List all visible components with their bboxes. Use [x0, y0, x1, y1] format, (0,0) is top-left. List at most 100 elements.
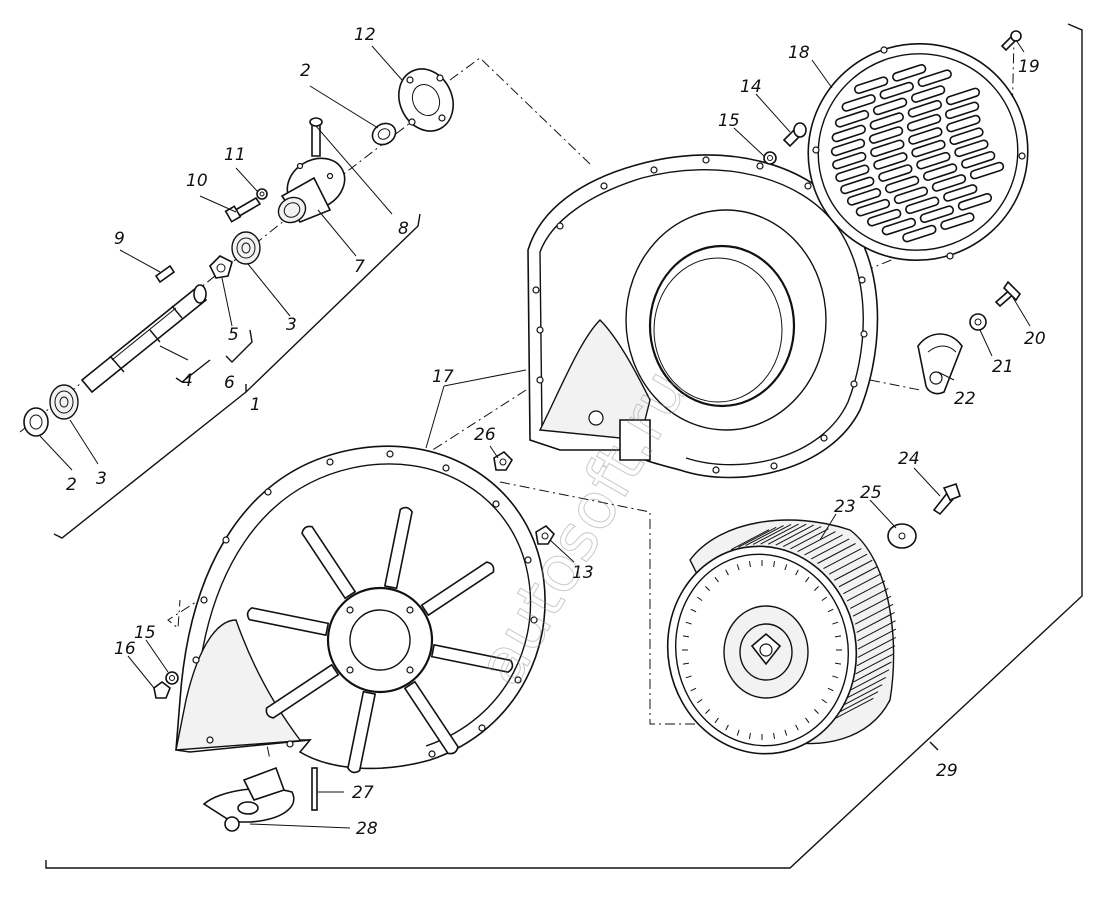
grille-slot: [870, 139, 905, 158]
pin-part-27: [311, 767, 318, 811]
callout-14: 14: [740, 77, 762, 97]
nut-part-16: [153, 681, 171, 699]
callout-20: 20: [1024, 329, 1046, 349]
protective-grille-part-18: [807, 42, 1029, 262]
impeller-rim-tick: [696, 596, 703, 602]
grille-slot: [946, 114, 981, 133]
impeller-blade: [730, 529, 770, 551]
flange-part-12: [398, 68, 454, 132]
damper-flap-part-28: [202, 766, 295, 832]
impeller-blade: [854, 603, 894, 625]
grille-slot: [878, 164, 913, 182]
cover-rib: [430, 643, 514, 673]
impeller-rim-tick: [690, 608, 697, 613]
washer-part-21: [969, 313, 987, 331]
impeller-blade: [737, 526, 777, 548]
grille-slot: [879, 81, 914, 100]
lockwasher-part-5: [209, 255, 233, 279]
impeller-blade: [846, 580, 886, 602]
shaft-part-4: [80, 284, 208, 394]
cover-rib: [347, 690, 377, 774]
grille-slot: [961, 150, 996, 169]
impeller-rim-tick: [714, 717, 719, 724]
washer-part-15-upper: [763, 151, 777, 165]
washer-part-11: [256, 188, 268, 200]
cover-bolt-holes: [192, 450, 538, 758]
impeller-rim-tick: [748, 732, 751, 739]
impeller-blade: [828, 553, 868, 575]
impeller-blade: [857, 636, 896, 658]
callout-12: 12: [354, 25, 376, 45]
impeller-blade: [852, 595, 892, 617]
impeller-blade: [838, 566, 878, 588]
impeller-blade: [745, 525, 784, 546]
callout-19: 19: [1018, 57, 1040, 77]
impeller-blade: [853, 661, 892, 683]
impeller-blade: [850, 587, 889, 609]
bracket-group-4: [175, 359, 211, 383]
callout-3-lower: 3: [96, 469, 107, 489]
impeller-rim-tick: [736, 564, 740, 571]
callout-13: 13: [572, 563, 594, 583]
grille-slot: [893, 186, 929, 205]
cover-ribs: [246, 506, 514, 774]
key-part-9: [154, 264, 176, 284]
callout-25: 25: [860, 483, 882, 503]
impeller-blade: [843, 573, 882, 595]
callout-27: 27: [352, 783, 374, 803]
nut-part-13: [535, 524, 556, 545]
callout-8: 8: [398, 219, 409, 239]
impeller-rim-tick: [835, 635, 842, 638]
impeller-blade: [760, 523, 799, 545]
grille-slot: [908, 127, 943, 145]
impeller-rim-tick: [705, 709, 711, 714]
grille-slot: [907, 99, 943, 118]
grille-slot: [902, 224, 937, 243]
callout-16: 16: [114, 639, 136, 659]
bracket-group-29: [45, 23, 1083, 869]
grille-slot: [830, 138, 866, 157]
bracket-group-1: [53, 213, 421, 539]
grille-slot: [905, 196, 940, 215]
grille-slot: [969, 161, 1005, 180]
screw-on-housing: [309, 117, 323, 157]
callout-9: 9: [114, 229, 125, 249]
grille-slot: [906, 113, 942, 132]
impeller-blade: [767, 523, 807, 545]
impeller-rim-tick: [813, 586, 819, 591]
callout-24: 24: [898, 449, 920, 469]
washer-part-2-lower: [23, 407, 49, 437]
impeller-rim-tick: [832, 621, 839, 625]
callout-6: 6: [224, 373, 235, 393]
impeller-rim-tick: [813, 709, 819, 714]
grille-slot: [868, 126, 904, 144]
impeller-rim-tick: [714, 576, 719, 583]
grille-slot: [872, 97, 908, 116]
callout-17: 17: [432, 367, 454, 387]
impeller-blade: [752, 524, 792, 545]
grille-slot: [916, 151, 951, 170]
grille-slot: [854, 76, 889, 95]
grille-slot: [957, 193, 993, 211]
callout-15-lower: 15: [134, 623, 156, 643]
impeller-rim-tick: [696, 698, 703, 704]
impeller-blade: [855, 653, 894, 675]
callout-26: 26: [474, 425, 496, 445]
grille-slot: [884, 175, 920, 194]
impeller-blade: [856, 645, 896, 667]
fan-cover-housing: [175, 445, 546, 774]
grille-slot: [881, 217, 917, 236]
impeller-rim-tick: [705, 586, 711, 591]
callout-labels: 1 2 2 3 3 4 5 6 7 8 9 10 11 12 13 14 15 …: [66, 25, 1046, 839]
bracket-part-22: [917, 333, 963, 395]
impeller-wheel-part-23: [666, 519, 897, 755]
callout-18: 18: [788, 43, 810, 63]
grille-slot: [869, 112, 904, 130]
grille-slot: [831, 124, 866, 143]
callout-2-upper: 2: [300, 61, 311, 81]
impeller-rim-ticks: [682, 560, 842, 740]
callout-21: 21: [992, 357, 1014, 377]
impeller-blade: [823, 548, 862, 570]
grille-slot: [919, 205, 955, 224]
